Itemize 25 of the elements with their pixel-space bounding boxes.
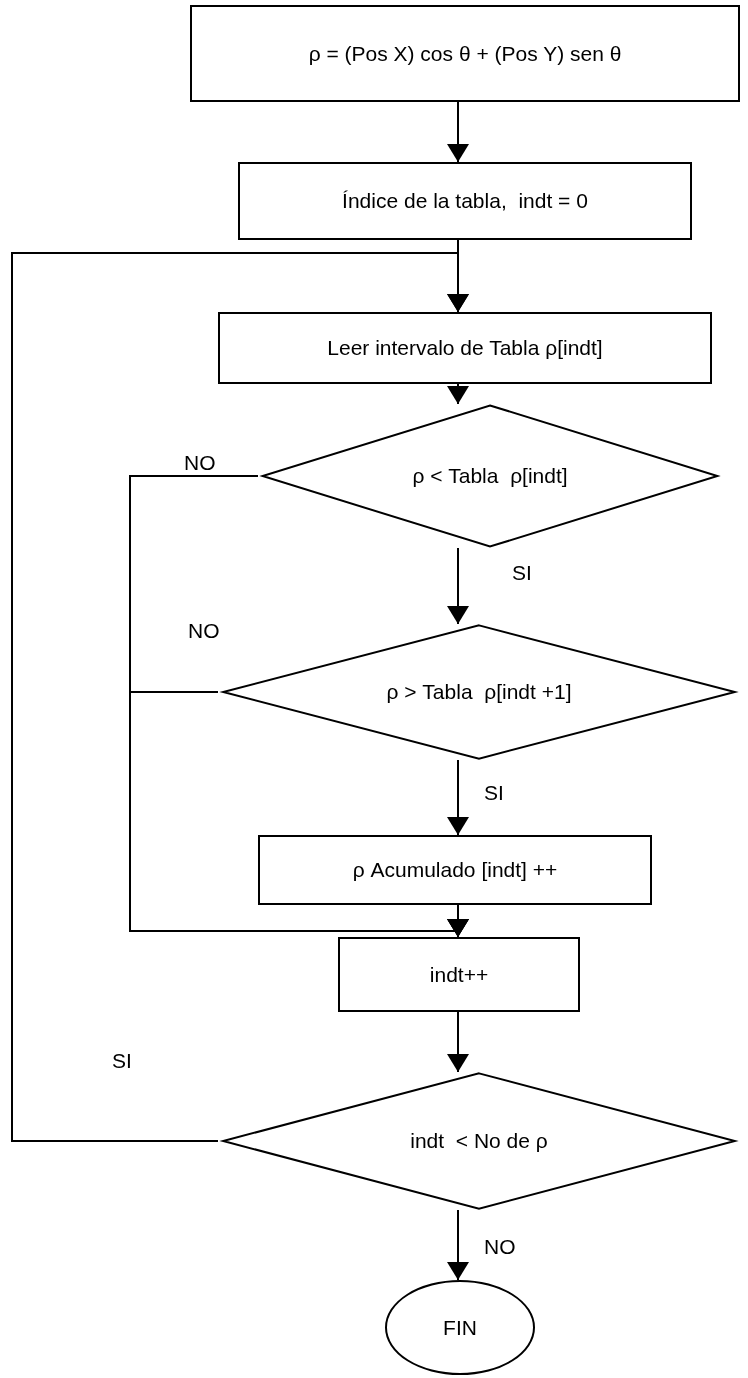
node-text: ρ Acumulado [indt] ++ bbox=[352, 857, 558, 884]
process-box bbox=[238, 162, 692, 240]
arrow bbox=[447, 759, 469, 836]
process-box bbox=[190, 5, 740, 102]
node-text: ρ < Tabla ρ[indt] bbox=[412, 463, 568, 490]
arrow bbox=[447, 904, 469, 938]
node-text: ρ = (Pos X) cos θ + (Pos Y) sen θ bbox=[308, 40, 622, 67]
node-text: indt++ bbox=[429, 961, 489, 988]
decision-diamond bbox=[258, 404, 722, 548]
arrow bbox=[447, 101, 469, 163]
node-text: indt < No de ρ bbox=[410, 1128, 548, 1155]
decision-diamond bbox=[218, 1072, 740, 1210]
arrow bbox=[447, 547, 469, 625]
arrow bbox=[447, 383, 469, 405]
node-text: ρ > Tabla ρ[indt +1] bbox=[386, 679, 572, 706]
decision-diamond bbox=[218, 624, 740, 760]
arrow bbox=[447, 1209, 469, 1281]
node-text: FIN bbox=[443, 1314, 477, 1341]
process-box bbox=[338, 937, 580, 1012]
node-text: Leer intervalo de Tabla ρ[indt] bbox=[327, 335, 603, 362]
process-box bbox=[218, 312, 712, 384]
node-text: Índice de la tabla, indt = 0 bbox=[342, 188, 588, 215]
arrow bbox=[11, 252, 469, 1142]
arrow bbox=[447, 1011, 469, 1073]
process-box bbox=[258, 835, 652, 905]
